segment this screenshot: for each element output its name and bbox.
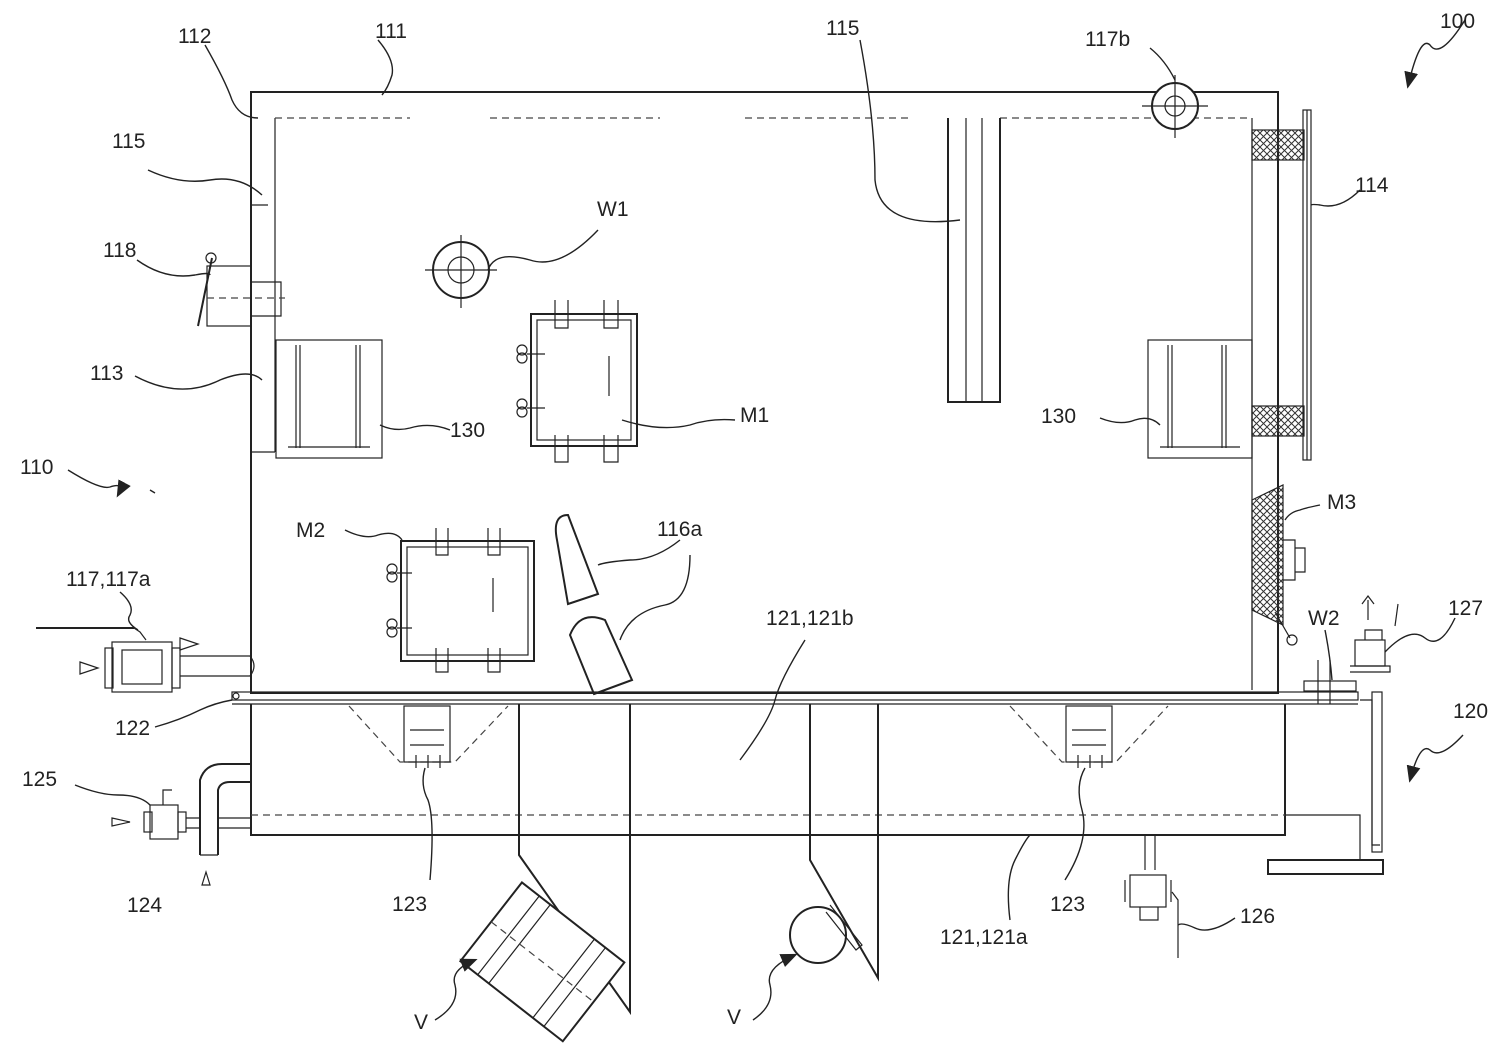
side-door <box>1252 110 1311 460</box>
damper-lever <box>198 253 285 326</box>
label-130-right: 130 <box>1041 405 1076 428</box>
label-112: 112 <box>178 25 211 48</box>
label-m3: M3 <box>1327 491 1356 514</box>
label-110: 110 <box>20 456 53 479</box>
label-125: 125 <box>22 768 57 791</box>
label-117b: 117b <box>1085 28 1130 51</box>
manhole-m2 <box>387 528 534 672</box>
valve-127 <box>1350 596 1398 672</box>
burner-right <box>1148 340 1252 458</box>
label-114: 114 <box>1355 174 1389 197</box>
label-w1: W1 <box>597 198 629 221</box>
manhole-m1 <box>517 300 637 462</box>
heater-right <box>1010 706 1168 768</box>
label-122: 122 <box>115 717 150 740</box>
drain-pipe-124 <box>112 764 251 885</box>
label-m1: M1 <box>740 404 769 427</box>
label-121-121a: 121,121a <box>940 926 1028 949</box>
window-w1 <box>425 235 497 308</box>
gas-valve-117 <box>36 628 254 692</box>
label-v-right: V <box>727 1006 741 1029</box>
hopper-left <box>460 704 630 1041</box>
window-w2 <box>1304 660 1356 704</box>
flue-outlet <box>1142 75 1208 138</box>
label-115-right: 115 <box>826 17 859 40</box>
screen-m3 <box>1252 485 1305 645</box>
hopper-right <box>790 704 878 978</box>
label-v-left: V <box>414 1011 428 1034</box>
label-115-left: 115 <box>112 130 145 153</box>
heater-left <box>349 706 508 768</box>
label-127: 127 <box>1448 597 1483 620</box>
label-130-left: 130 <box>450 419 485 442</box>
chamber-outer-wall <box>251 92 1278 693</box>
label-123-right: 123 <box>1050 893 1085 916</box>
label-111: 111 <box>375 20 407 43</box>
label-124: 124 <box>127 894 162 917</box>
burner-left <box>276 340 382 458</box>
label-118: 118 <box>103 239 136 262</box>
label-121-121b: 121,121b <box>766 607 854 630</box>
upper-chamber <box>251 92 1278 693</box>
label-120: 120 <box>1453 700 1488 723</box>
lower-tank <box>251 692 1383 874</box>
label-w2: W2 <box>1308 607 1340 630</box>
drain-valve-126 <box>1125 835 1178 958</box>
label-123-left: 123 <box>392 893 427 916</box>
label-100: 100 <box>1440 10 1475 33</box>
label-117-117a: 117,117a <box>66 568 151 591</box>
label-113: 113 <box>90 362 123 385</box>
nozzle-capsules <box>556 515 632 694</box>
label-126: 126 <box>1240 905 1275 928</box>
vertical-duct <box>948 118 1000 402</box>
label-116a: 116a <box>657 518 702 541</box>
label-m2: M2 <box>296 519 325 542</box>
